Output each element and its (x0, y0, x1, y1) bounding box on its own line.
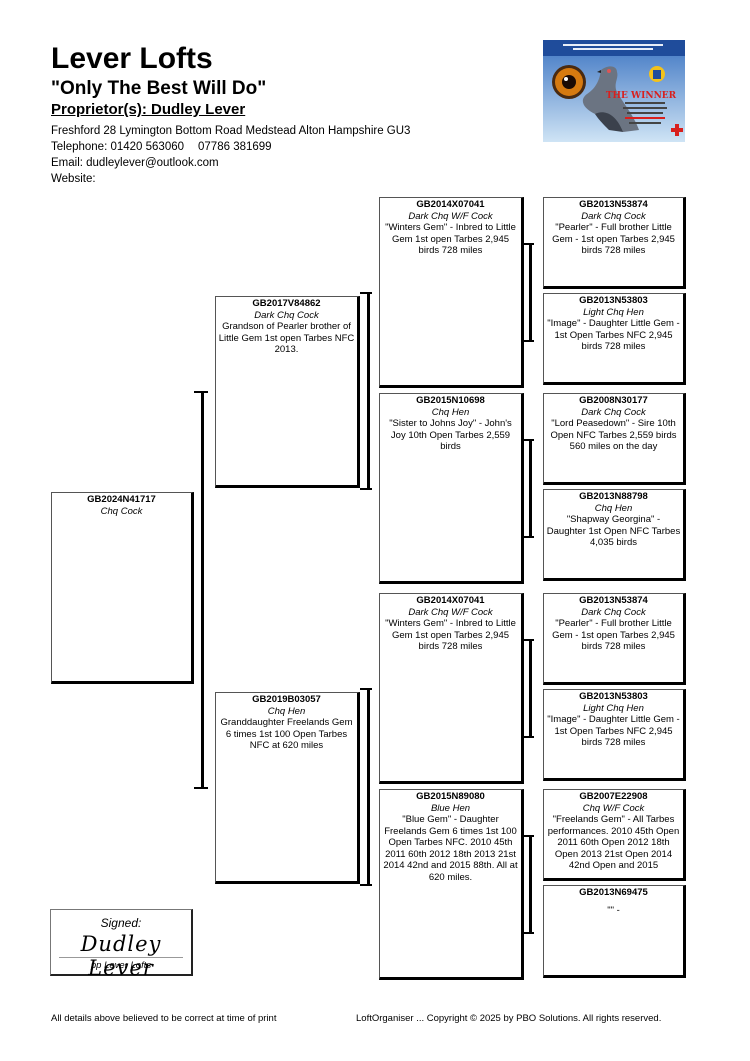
loft-motto: "Only The Best Will Do" (51, 78, 267, 99)
connector-line (529, 243, 532, 342)
pedigree-dds-box: GB2007E22908 Chq W/F Cock "Freelands Gem… (543, 789, 686, 881)
pedigree-sds-box: GB2008N30177 Dark Chq Cock "Lord Peasedo… (543, 393, 686, 485)
bird-colour: Light Chq Hen (583, 306, 644, 318)
email: Email: dudleylever@outlook.com (51, 157, 219, 169)
telephone-secondary: 07786 381699 (198, 141, 272, 153)
ring-number: GB2019B03057 (252, 694, 321, 705)
bird-colour: Chq Hen (431, 406, 470, 418)
bird-colour: Chq W/F Cock (582, 802, 645, 814)
loft-logo-image: THE WINNER (543, 40, 685, 142)
pedigree-ssd-box: GB2013N53803 Light Chq Hen "Image" - Dau… (543, 293, 686, 385)
footer-disclaimer: All details above believed to be correct… (51, 1013, 277, 1024)
signature-line (59, 957, 183, 958)
handwritten-signature: Dudley Lever (80, 932, 162, 980)
page-title: Lever Lofts (51, 42, 213, 75)
bird-comment: "Freelands Gem" - All Tarbes performance… (547, 814, 680, 871)
ring-number: GB2017V84862 (252, 298, 321, 309)
bird-comment: "Image" - Daughter Little Gem - 1st Open… (547, 318, 680, 352)
bird-colour: Dark Chq Cock (581, 210, 646, 222)
pedigree-ds-box: GB2014X07041 Dark Chq W/F Cock "Winters … (379, 593, 524, 784)
ring-number: GB2013N53803 (579, 691, 648, 702)
pedigree-ddd-box: GB2013N69475 "" - (543, 885, 686, 978)
bird-colour: Chq Hen (594, 502, 633, 514)
connector-line (529, 835, 532, 934)
ring-number: GB2013N53803 (579, 295, 648, 306)
ring-number: GB2008N30177 (579, 395, 648, 406)
website: Website: (51, 173, 96, 185)
pedigree-ss-box: GB2014X07041 Dark Chq W/F Cock "Winters … (379, 197, 524, 388)
connector-line (360, 688, 372, 690)
bird-comment: "Lord Peasedown" - Sire 10th Open NFC Ta… (550, 418, 677, 452)
telephone-primary: Telephone: 01420 563060 (51, 141, 185, 153)
pedigree-sire-box: GB2017V84862 Dark Chq Cock Grandson of P… (215, 296, 360, 488)
bird-colour: Dark Chq Cock (254, 309, 319, 321)
bird-comment: "Pearler" - Full brother Little Gem - 1s… (552, 618, 675, 652)
bird-colour: Dark Chq W/F Cock (408, 606, 493, 618)
connector-line (360, 884, 372, 886)
bird-colour: Chq Cock (100, 505, 143, 517)
ring-number: GB2013N88798 (579, 491, 648, 502)
bird-colour: Dark Chq W/F Cock (408, 210, 493, 222)
bird-colour: Dark Chq Cock (581, 406, 646, 418)
logo-caption: THE WINNER (606, 91, 677, 101)
bird-colour: Dark Chq Cock (581, 606, 646, 618)
pedigree-dam-box: GB2019B03057 Chq Hen Granddaughter Freel… (215, 692, 360, 884)
connector-line (367, 292, 370, 490)
bird-comment: Grandson of Pearler brother of Little Ge… (218, 321, 355, 355)
bird-comment: "Sister to Johns Joy" - John's Joy 10th … (389, 418, 512, 452)
ring-number: GB2014X07041 (416, 199, 485, 210)
connector-line (529, 639, 532, 738)
connector-line (367, 688, 370, 886)
signature-label: Signed: (100, 916, 142, 930)
connector-line (201, 391, 204, 789)
bird-comment: "Pearler" - Full brother Little Gem - 1s… (552, 222, 675, 256)
pedigree-dsd-box: GB2013N53803 Light Chq Hen "Image" - Dau… (543, 689, 686, 781)
ring-number: GB2013N53874 (579, 595, 648, 606)
bird-comment: "Shapway Georgina" - Daughter 1st Open N… (546, 514, 681, 548)
bird-comment: "Winters Gem" - Inbred to Little Gem 1st… (385, 222, 516, 256)
ring-number: GB2007E22908 (579, 791, 648, 802)
signature-box: Signed: Dudley Lever pp Lever Lofts (50, 909, 193, 980)
pedigree-sdd-box: GB2013N88798 Chq Hen "Shapway Georgina" … (543, 489, 686, 581)
ring-number: GB2013N69475 (579, 887, 648, 898)
bird-comment: "Blue Gem" - Daughter Freelands Gem 6 ti… (383, 814, 518, 883)
bird-comment: "Image" - Daughter Little Gem - 1st Open… (547, 714, 680, 748)
bird-colour: Light Chq Hen (583, 702, 644, 714)
bird-comment: "Winters Gem" - Inbred to Little Gem 1st… (385, 618, 516, 652)
pedigree-dss-box: GB2013N53874 Dark Chq Cock "Pearler" - F… (543, 593, 686, 685)
ring-number: GB2015N89080 (416, 791, 485, 802)
bird-comment: "" - (607, 904, 620, 916)
connector-line (360, 292, 372, 294)
pedigree-sss-box: GB2013N53874 Dark Chq Cock "Pearler" - F… (543, 197, 686, 289)
pedigree-sd-box: GB2015N10698 Chq Hen "Sister to Johns Jo… (379, 393, 524, 584)
bird-colour: Blue Hen (430, 802, 471, 814)
signature-pp: pp Lever Lofts (90, 960, 152, 971)
connector-line (529, 439, 532, 538)
ring-number: GB2015N10698 (416, 395, 485, 406)
bird-colour: Chq Hen (267, 705, 306, 717)
address: Freshford 28 Lymington Bottom Road Medst… (51, 125, 411, 137)
telephone-line: Telephone: 01420 563060 07786 381699 (51, 140, 272, 154)
proprietor: Proprietor(s): Dudley Lever (51, 101, 246, 118)
footer-copyright: LoftOrganiser ... Copyright © 2025 by PB… (356, 1013, 662, 1024)
ring-number: GB2024N41717 (87, 494, 156, 505)
bird-comment: Granddaughter Freelands Gem 6 times 1st … (220, 717, 353, 751)
ring-number: GB2014X07041 (416, 595, 485, 606)
pedigree-subject-box: GB2024N41717 Chq Cock (51, 492, 194, 684)
ring-number: GB2013N53874 (579, 199, 648, 210)
pedigree-dd-box: GB2015N89080 Blue Hen "Blue Gem" - Daugh… (379, 789, 524, 980)
connector-line (360, 488, 372, 490)
